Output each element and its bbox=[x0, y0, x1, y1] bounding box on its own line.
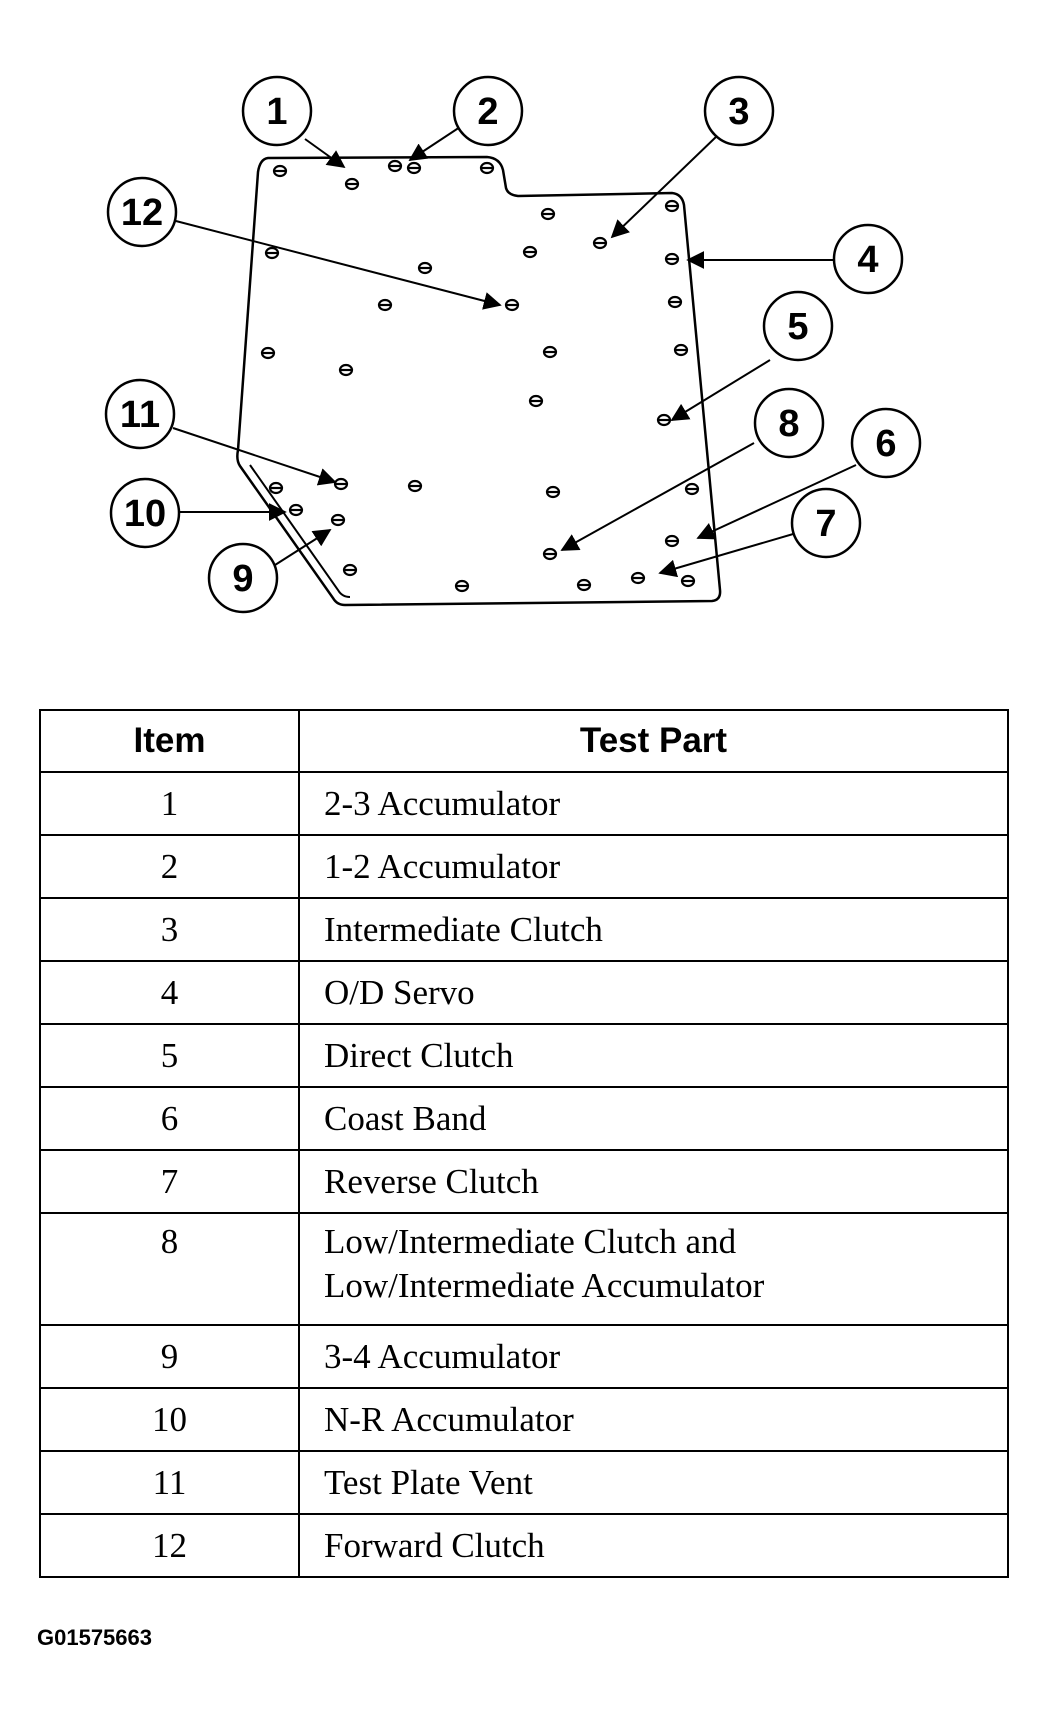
item-number: 3 bbox=[39, 897, 300, 962]
item-number: 6 bbox=[39, 1086, 300, 1151]
leader-line-5 bbox=[670, 359, 771, 421]
leader-lines bbox=[171, 126, 857, 578]
table-row: 11 Test Plate Vent bbox=[39, 1450, 1009, 1515]
table-row: 9 3-4 Accumulator bbox=[39, 1324, 1009, 1389]
callout-label-3: 3 bbox=[728, 91, 749, 133]
callout-label-7: 7 bbox=[815, 503, 836, 545]
table-row: 7 Reverse Clutch bbox=[39, 1149, 1009, 1214]
test-part-name: N-R Accumulator bbox=[298, 1387, 1009, 1452]
leader-line-12 bbox=[171, 219, 502, 310]
test-part-name-line-1: Low/Intermediate Clutch and bbox=[324, 1222, 737, 1261]
table-row: 4 O/D Servo bbox=[39, 960, 1009, 1025]
leader-line-8 bbox=[560, 442, 755, 551]
item-number: 4 bbox=[39, 960, 300, 1025]
callout-label-10: 10 bbox=[124, 493, 166, 535]
callout-6: 6 bbox=[850, 407, 922, 479]
item-number: 11 bbox=[39, 1450, 300, 1515]
test-part-name-line-2: Low/Intermediate Accumulator bbox=[324, 1266, 765, 1305]
test-part-name: Coast Band bbox=[298, 1086, 1009, 1151]
callout-circles: 1 2 3 4 5 6 7 8 bbox=[104, 75, 922, 614]
callout-label-9: 9 bbox=[232, 558, 253, 600]
leader-line-9 bbox=[274, 529, 332, 566]
callout-label-2: 2 bbox=[477, 91, 498, 133]
leader-line-11 bbox=[172, 427, 337, 486]
test-part-name: Reverse Clutch bbox=[298, 1149, 1009, 1214]
callout-5: 5 bbox=[762, 290, 834, 362]
test-plate-diagram: 1 2 3 4 5 6 7 8 bbox=[0, 0, 1049, 640]
test-part-name: O/D Servo bbox=[298, 960, 1009, 1025]
test-parts-table: Item Test Part 1 2-3 Accumulator 2 1-2 A… bbox=[39, 709, 1009, 1578]
test-part-name: 2-3 Accumulator bbox=[298, 771, 1009, 836]
test-part-name: Forward Clutch bbox=[298, 1513, 1009, 1578]
test-part-name: Direct Clutch bbox=[298, 1023, 1009, 1088]
test-part-column-header: Test Part bbox=[298, 709, 1009, 773]
callout-label-5: 5 bbox=[787, 306, 808, 348]
bolt-holes bbox=[260, 159, 700, 593]
item-column-header: Item bbox=[39, 709, 300, 773]
item-number: 10 bbox=[39, 1387, 300, 1452]
test-part-name: 1-2 Accumulator bbox=[298, 834, 1009, 899]
item-number: 12 bbox=[39, 1513, 300, 1578]
leader-line-1 bbox=[304, 138, 346, 169]
item-number: 8 bbox=[39, 1212, 300, 1326]
item-number: 7 bbox=[39, 1149, 300, 1214]
callout-label-12: 12 bbox=[121, 192, 163, 234]
callout-11: 11 bbox=[104, 378, 176, 450]
table-row: 6 Coast Band bbox=[39, 1086, 1009, 1151]
table-row: 3 Intermediate Clutch bbox=[39, 897, 1009, 962]
table-row: 10 N-R Accumulator bbox=[39, 1387, 1009, 1452]
item-number: 2 bbox=[39, 834, 300, 899]
callout-label-11: 11 bbox=[120, 394, 160, 436]
callout-2: 2 bbox=[452, 75, 524, 147]
leader-line-3 bbox=[610, 134, 719, 239]
callout-7: 7 bbox=[790, 487, 862, 559]
callout-label-6: 6 bbox=[875, 423, 896, 465]
item-number: 9 bbox=[39, 1324, 300, 1389]
test-plate-outline bbox=[236, 155, 722, 607]
callout-9: 9 bbox=[207, 542, 279, 614]
callout-4: 4 bbox=[832, 223, 904, 295]
callout-8: 8 bbox=[753, 387, 825, 459]
figure-id: G01575663 bbox=[37, 1625, 152, 1650]
test-part-name: 3-4 Accumulator bbox=[298, 1324, 1009, 1389]
test-part-name: Low/Intermediate Clutch and Low/Intermed… bbox=[298, 1212, 1009, 1326]
table-header-row: Item Test Part bbox=[39, 709, 1009, 773]
item-number: 1 bbox=[39, 771, 300, 836]
table-row: 12 Forward Clutch bbox=[39, 1513, 1009, 1578]
callout-10: 10 bbox=[109, 477, 181, 549]
table-row: 5 Direct Clutch bbox=[39, 1023, 1009, 1088]
leader-line-2 bbox=[408, 126, 461, 161]
table-row: 8 Low/Intermediate Clutch and Low/Interm… bbox=[39, 1212, 1009, 1326]
table-row: 1 2-3 Accumulator bbox=[39, 771, 1009, 836]
test-part-name: Test Plate Vent bbox=[298, 1450, 1009, 1515]
callout-12: 12 bbox=[106, 176, 178, 248]
callout-label-4: 4 bbox=[857, 239, 878, 281]
leader-line-6 bbox=[696, 464, 857, 540]
table-row: 2 1-2 Accumulator bbox=[39, 834, 1009, 899]
callout-label-1: 1 bbox=[266, 91, 287, 133]
callout-label-8: 8 bbox=[778, 403, 799, 445]
callout-3: 3 bbox=[703, 75, 775, 147]
leader-line-7 bbox=[658, 531, 801, 578]
item-number: 5 bbox=[39, 1023, 300, 1088]
callout-1: 1 bbox=[241, 75, 313, 147]
test-part-name: Intermediate Clutch bbox=[298, 897, 1009, 962]
